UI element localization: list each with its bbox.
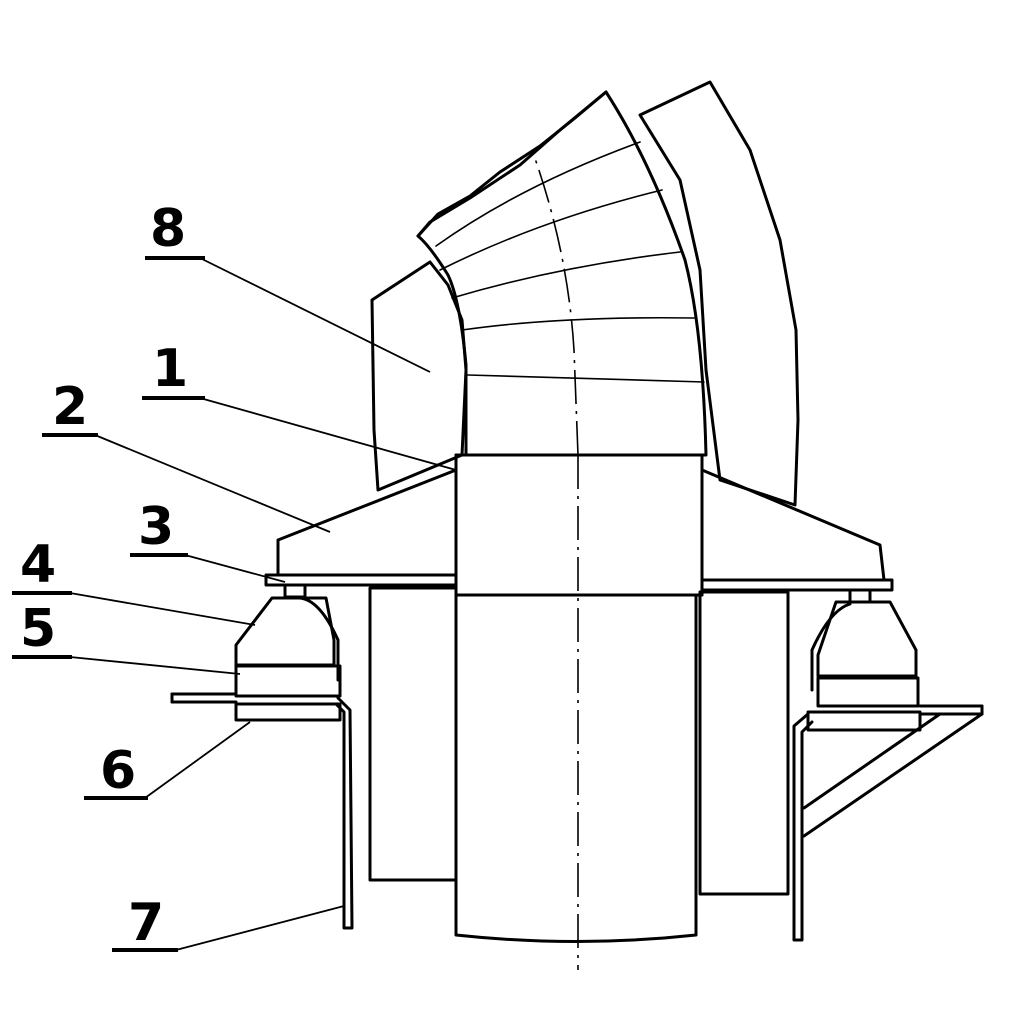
flange-cone xyxy=(276,468,886,582)
lining-right-lower xyxy=(698,590,790,896)
callout-7: 7 xyxy=(112,893,178,953)
callout-label-7: 7 xyxy=(128,893,164,953)
callout-2: 2 xyxy=(42,377,98,437)
callout-label-8: 8 xyxy=(150,199,186,259)
callout-label-4: 4 xyxy=(20,535,56,595)
callout-6: 6 xyxy=(84,741,148,801)
lining-right-upper xyxy=(638,80,800,507)
callout-label-3: 3 xyxy=(138,497,174,557)
lining-left-lower xyxy=(368,586,458,882)
pipe-collar xyxy=(454,453,704,597)
callout-label-6: 6 xyxy=(100,741,136,801)
callout-1: 1 xyxy=(142,339,205,400)
callout-label-1: 1 xyxy=(152,339,188,399)
callout-4: 4 xyxy=(12,535,72,595)
callout-5: 5 xyxy=(12,599,72,659)
leader-lines xyxy=(69,257,457,951)
support-plate xyxy=(264,573,894,592)
callout-label-5: 5 xyxy=(20,599,56,659)
straight-pipe xyxy=(454,593,698,943)
callout-label-2: 2 xyxy=(52,377,88,437)
spring-support-left xyxy=(170,583,354,930)
elbow-pipe xyxy=(416,90,708,457)
callout-3: 3 xyxy=(130,497,188,557)
lining-left-upper xyxy=(370,260,468,492)
spring-support-right xyxy=(792,588,984,942)
callout-8: 8 xyxy=(145,199,205,260)
